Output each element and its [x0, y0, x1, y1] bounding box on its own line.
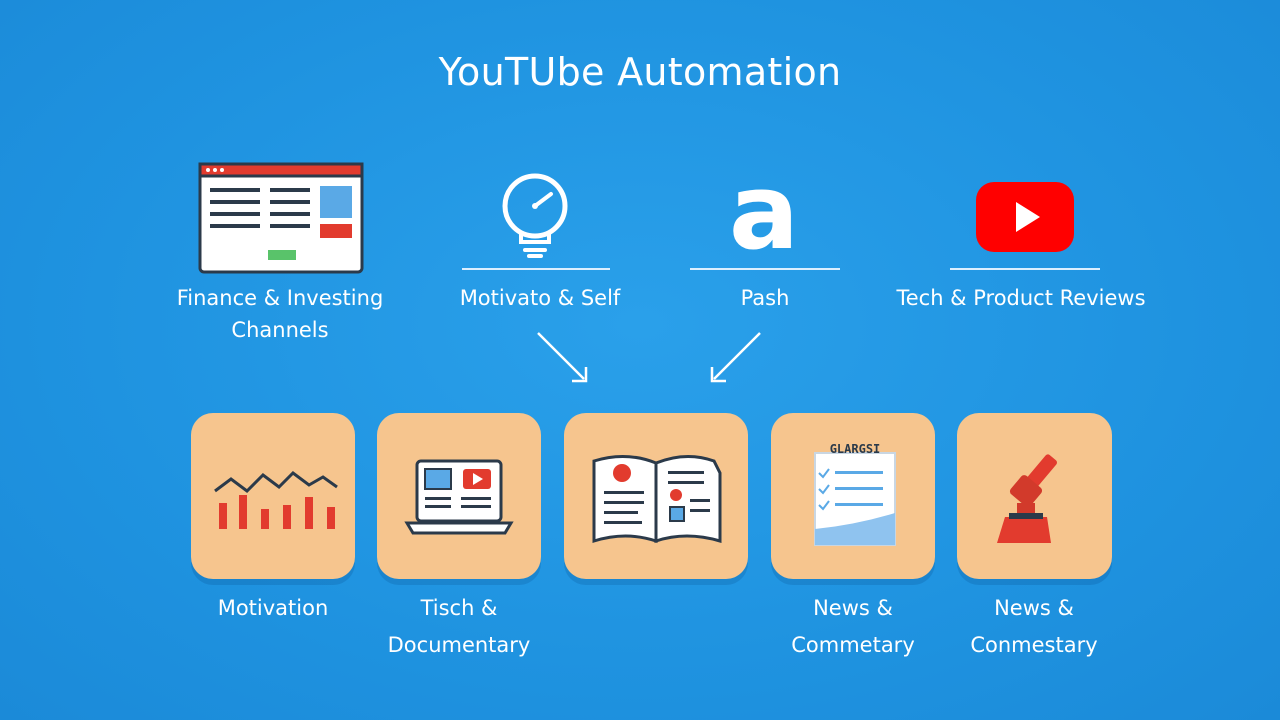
open-book-icon [592, 454, 722, 544]
gavel-icon [997, 454, 1057, 543]
checklist-notepad-icon: GLARGSI [814, 442, 896, 546]
laptop-icon [404, 459, 514, 535]
card-motivation[interactable] [191, 413, 355, 579]
bottom-label-motivation: Motivation [217, 596, 329, 620]
bottom-label-news-commentary-2: News & Conmestary [970, 596, 1098, 657]
browser-window-icon [198, 162, 364, 274]
divider-line [462, 268, 610, 270]
card-open-book[interactable] [564, 413, 748, 579]
notepad-header: GLARGSI [830, 442, 881, 456]
top-label-motivation: Motivato & Self [459, 286, 621, 310]
youtube-play-icon [976, 182, 1074, 252]
top-label-finance: Finance & Investing Channels [176, 286, 384, 342]
top-label-tech-reviews: Tech & Product Reviews [896, 286, 1146, 310]
card-documentary[interactable] [377, 413, 541, 579]
stock-chart-icon [214, 471, 338, 529]
lightbulb-gauge-icon [502, 173, 568, 258]
amazon-a-icon: a [728, 151, 800, 273]
divider-line [950, 268, 1100, 270]
card-news-commentary-2[interactable] [957, 413, 1112, 579]
bottom-label-documentary: Tisch & Documentary [387, 596, 531, 657]
page-title: YouTUbe Automation [438, 50, 842, 94]
card-news-commentary[interactable]: GLARGSI [771, 413, 935, 579]
divider-line [690, 268, 840, 270]
top-label-pash: Pash [740, 286, 790, 310]
bottom-label-news-commentary: News & Commetary [791, 596, 915, 657]
